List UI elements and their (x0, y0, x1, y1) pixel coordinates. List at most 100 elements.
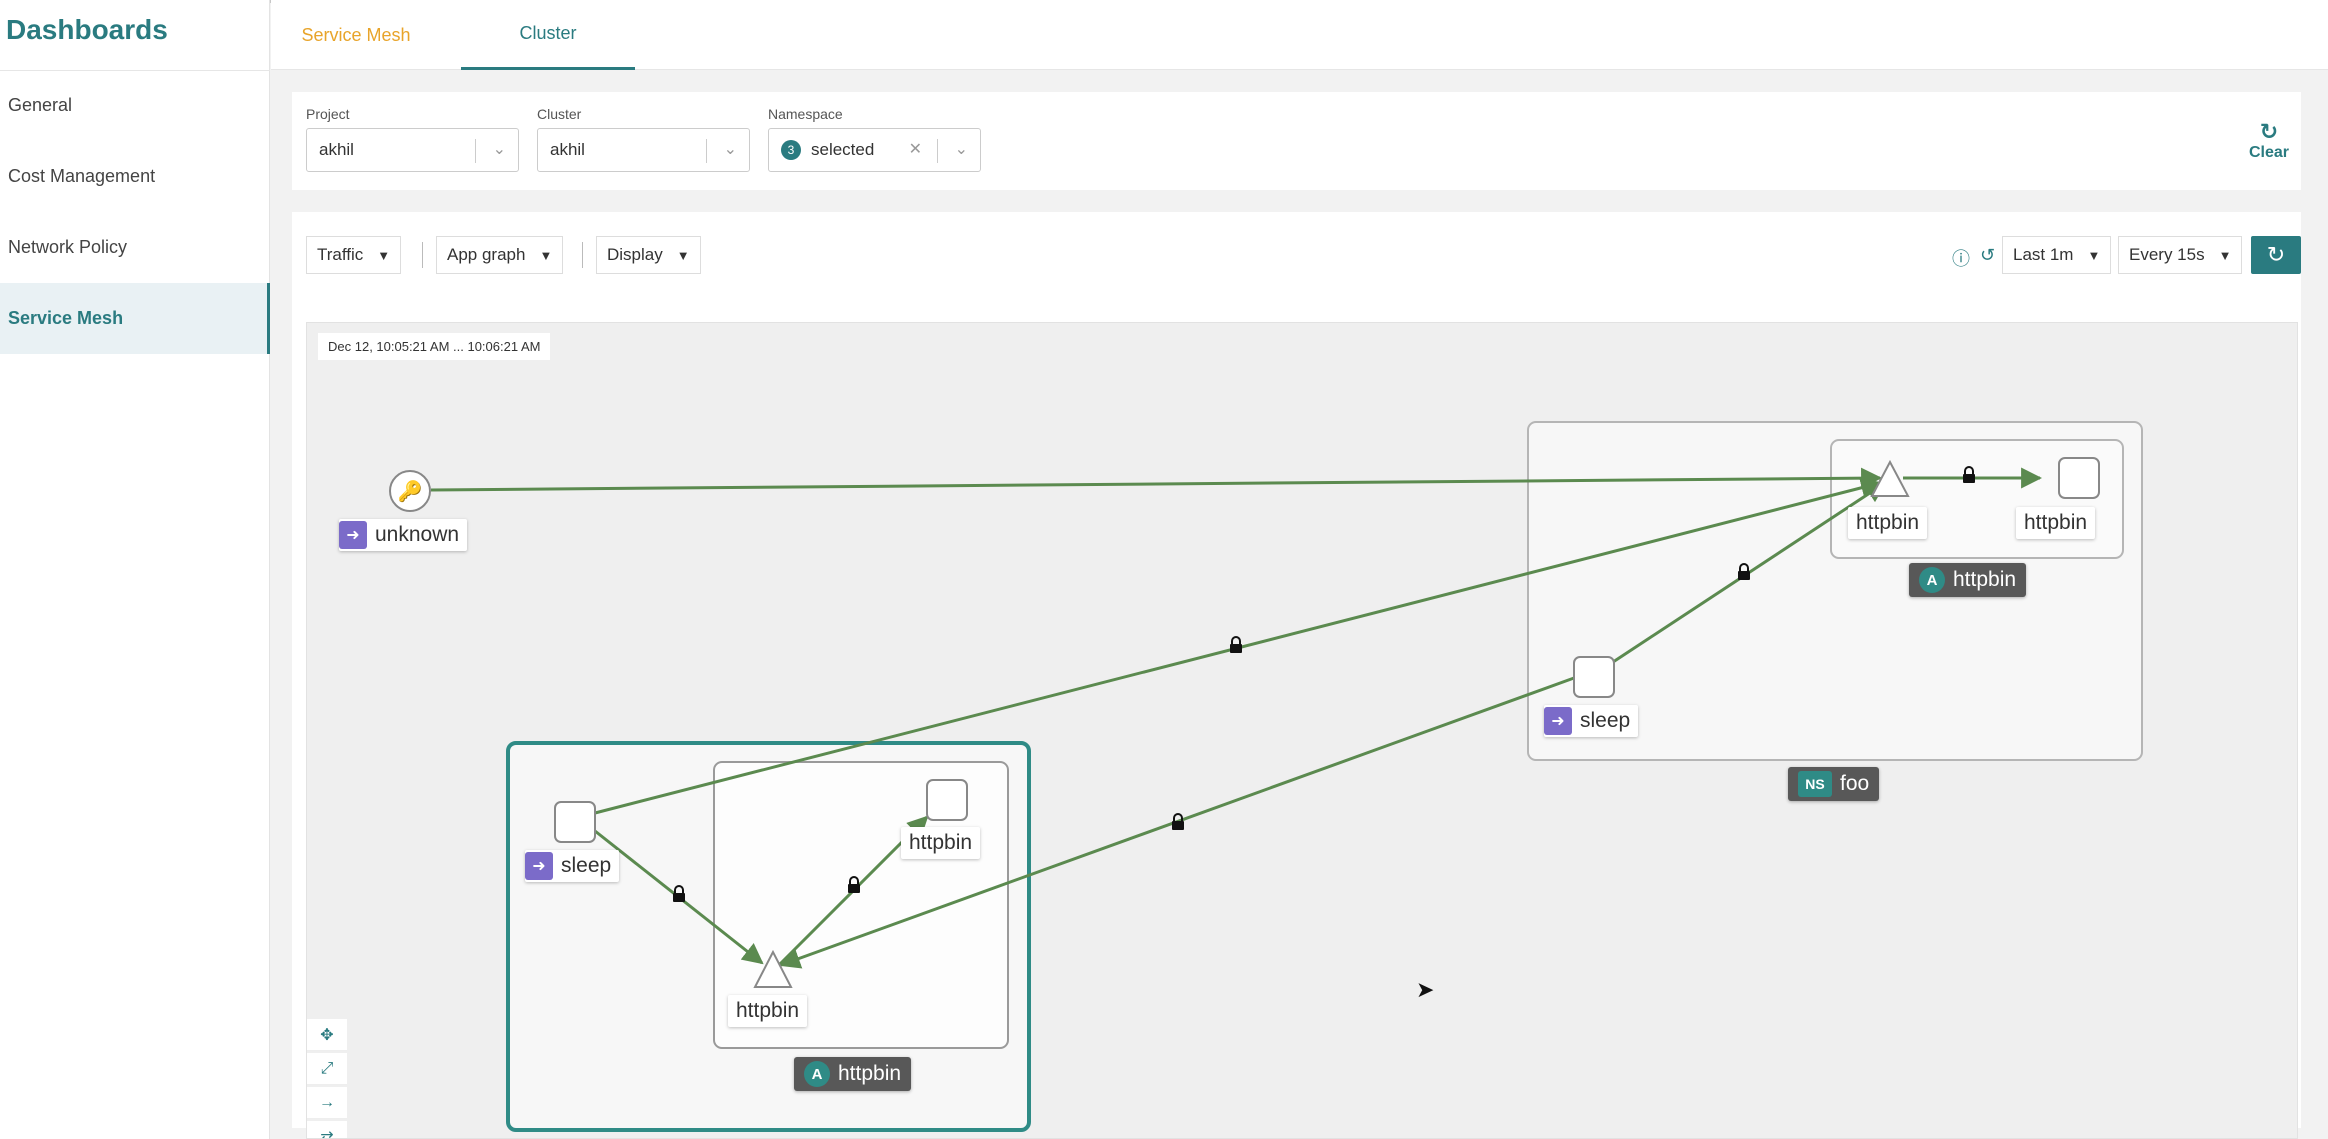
graph-svg: 🔑 (389, 421, 2143, 1132)
clear-button[interactable]: ↻ Clear (2237, 120, 2301, 162)
clear-label: Clear (2248, 144, 2290, 161)
tab-cluster[interactable]: Cluster (461, 0, 635, 70)
expand-icon[interactable]: ⤢ (307, 1053, 347, 1085)
cluster-value: akhil (550, 140, 585, 159)
node-label-unknown[interactable]: ➜ unknown (339, 519, 468, 551)
toolbar-divider (422, 242, 423, 268)
sidebar-title: Dashboards (6, 14, 168, 45)
refresh-interval-dropdown[interactable]: Every 15s ▼ (2118, 236, 2243, 274)
node-label-text: httpbin (1856, 511, 1920, 534)
local-httpbin-service-node[interactable] (753, 949, 793, 988)
tab-bar: Service Mesh Cluster (271, 0, 2328, 70)
namespace-tag-text: foo (1840, 772, 1870, 795)
lock-icon (1229, 636, 1243, 654)
select-divider (706, 139, 707, 163)
service-icon: ➜ (339, 521, 367, 549)
graph-type-dropdown[interactable]: App graph ▼ (436, 236, 564, 274)
node-label-foo-httpbin-workload[interactable]: httpbin (2016, 507, 2096, 539)
chevron-down-icon[interactable]: ⌄ (954, 141, 968, 158)
local-sleep-node[interactable] (554, 801, 596, 843)
caret-down-icon: ▼ (676, 247, 690, 263)
chevron-down-icon[interactable]: ⌄ (492, 141, 506, 158)
refresh-icon: ↻ (2266, 242, 2286, 267)
app-tag-local-httpbin[interactable]: A httpbin (794, 1057, 912, 1091)
clear-selection-icon[interactable]: ✕ (908, 141, 922, 158)
graph-type-label: App graph (447, 245, 526, 264)
caret-down-icon: ▼ (2218, 247, 2232, 263)
display-label: Display (607, 245, 663, 264)
foo-httpbin-service-node[interactable] (1870, 459, 1910, 497)
help-icon[interactable]: ⓘ (1952, 249, 1970, 269)
local-httpbin-workload-node[interactable] (926, 779, 968, 821)
namespace-field: Namespace 3 selected ✕ ⌄ (768, 106, 981, 172)
unknown-node[interactable] (389, 470, 431, 512)
graph-canvas[interactable]: Dec 12, 10:05:21 AM ... 10:06:21 AM (306, 322, 2298, 1139)
node-label-foo-sleep[interactable]: ➜ sleep (1544, 705, 1639, 737)
cluster-label: Cluster (537, 106, 582, 122)
namespace-icon: NS (1798, 771, 1832, 797)
refresh-interval-label: Every 15s (2129, 245, 2205, 264)
time-range-dropdown[interactable]: Last 1m ▼ (2002, 236, 2112, 274)
sidebar-divider (0, 70, 270, 71)
foo-sleep-node[interactable] (1573, 656, 1615, 698)
select-divider (475, 139, 476, 163)
graph-timestamp: Dec 12, 10:05:21 AM ... 10:06:21 AM (318, 333, 551, 360)
namespace-tag-foo[interactable]: NS foo (1788, 767, 1880, 801)
display-dropdown[interactable]: Display ▼ (596, 236, 701, 274)
key-icon: 🔑 (398, 479, 423, 503)
project-field: Project akhil ⌄ (306, 106, 519, 172)
reset-icon: ↻ (2259, 119, 2279, 144)
refresh-button[interactable]: ↻ (2251, 236, 2301, 274)
layout-horizontal-icon[interactable]: → (307, 1087, 347, 1119)
node-label-text: httpbin (909, 831, 973, 854)
node-label-text: httpbin (2024, 511, 2088, 534)
project-value: akhil (319, 140, 354, 159)
service-icon: ➜ (1544, 707, 1572, 735)
project-select[interactable]: akhil ⌄ (306, 128, 519, 172)
app-icon: A (804, 1061, 830, 1087)
toolbar-divider (582, 242, 583, 268)
sidebar-nav: General Cost Management Network Policy S… (0, 70, 270, 354)
node-label-local-sleep[interactable]: ➜ sleep (525, 850, 620, 882)
lock-icon (1171, 813, 1185, 831)
project-label: Project (306, 106, 350, 122)
caret-down-icon: ▼ (539, 247, 553, 263)
node-label-local-httpbin-service[interactable]: httpbin (728, 995, 808, 1027)
namespace-label: Namespace (768, 106, 843, 122)
edge-unknown-to-httpbin[interactable] (430, 467, 1883, 492)
service-icon: ➜ (525, 852, 553, 880)
traffic-dropdown[interactable]: Traffic▼ (306, 236, 402, 274)
filter-panel: Project akhil ⌄ Cluster akhil ⌄ Namespac… (292, 92, 2301, 190)
sidebar-item-service-mesh[interactable]: Service Mesh (0, 283, 270, 354)
sidebar-item-network-policy[interactable]: Network Policy (8, 237, 128, 257)
app-tag-text: httpbin (838, 1062, 902, 1085)
app-tag-text: httpbin (1953, 568, 2017, 591)
history-icon[interactable]: ↺ (1980, 245, 1996, 265)
foo-httpbin-workload-node[interactable] (2058, 457, 2100, 499)
node-label-text: httpbin (736, 999, 800, 1022)
layout-alt-icon[interactable]: ⇄ (307, 1121, 347, 1138)
chevron-down-icon[interactable]: ⌄ (723, 141, 737, 158)
app-icon: A (1919, 567, 1945, 593)
sidebar: Dashboards General Cost Management Netwo… (0, 0, 270, 1139)
node-label-text: sleep (1580, 709, 1631, 732)
cluster-select[interactable]: akhil ⌄ (537, 128, 750, 172)
node-label-foo-httpbin-service[interactable]: httpbin (1848, 507, 1928, 539)
sidebar-item-general[interactable]: General (8, 95, 73, 115)
node-label-text: unknown (375, 523, 460, 546)
namespace-select[interactable]: 3 selected ✕ ⌄ (768, 128, 981, 172)
zoom-fit-icon[interactable]: ✥ (307, 1019, 347, 1051)
select-divider (937, 139, 938, 163)
cluster-field: Cluster akhil ⌄ (537, 106, 750, 172)
namespace-value: selected (811, 140, 875, 159)
caret-down-icon: ▼ (377, 247, 391, 263)
node-label-text: sleep (561, 854, 612, 877)
mouse-cursor-icon: ➤ (1416, 977, 1435, 1002)
namespace-count-badge: 3 (781, 140, 801, 160)
app-tag-foo-httpbin[interactable]: A httpbin (1909, 563, 2027, 597)
node-label-local-httpbin-workload[interactable]: httpbin (901, 827, 981, 859)
sidebar-item-cost-management[interactable]: Cost Management (8, 166, 156, 186)
caret-down-icon: ▼ (2087, 247, 2101, 263)
time-range-label: Last 1m (2013, 245, 2074, 264)
tab-service-mesh[interactable]: Service Mesh (301, 24, 411, 45)
